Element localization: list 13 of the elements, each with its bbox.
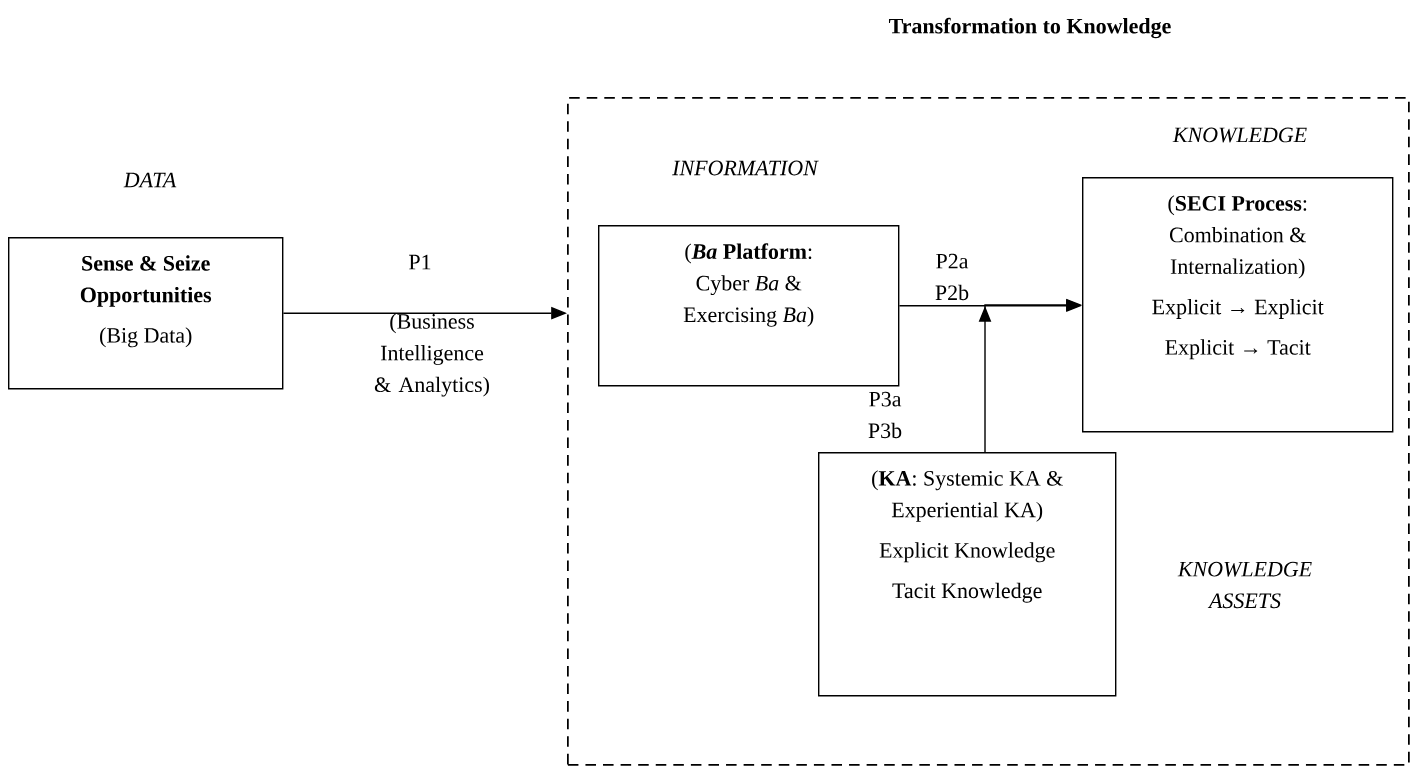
stage-label: DATA <box>123 172 177 188</box>
stage-label: INFORMATION <box>672 160 819 176</box>
process-box: (SECI Process: Combination & Internalization) Explicit → Explicit Explicit → Tacit <box>1082 177 1394 433</box>
edge-label: P3a P3b <box>868 391 902 439</box>
edge-label: P1 <box>409 254 431 270</box>
process-box: (KA: Systemic KA & Experiential KA) Explicit Knowledge Tacit Knowledge <box>818 452 1117 697</box>
stage-label: KNOWLEDGE ASSETS <box>1177 561 1312 609</box>
edge-label: P2a P2b <box>935 253 969 301</box>
frame-heading: Transformation to Knowledge <box>889 17 1171 39</box>
process-box: (Ba Platform: Cyber Ba & Exercising Ba) <box>598 225 900 387</box>
process-box: Sense & Seize Opportunities (Big Data) <box>8 237 284 390</box>
edge-note: (Business Intelligence & Analytics) <box>374 313 489 397</box>
stage-label: KNOWLEDGE <box>1172 127 1307 143</box>
